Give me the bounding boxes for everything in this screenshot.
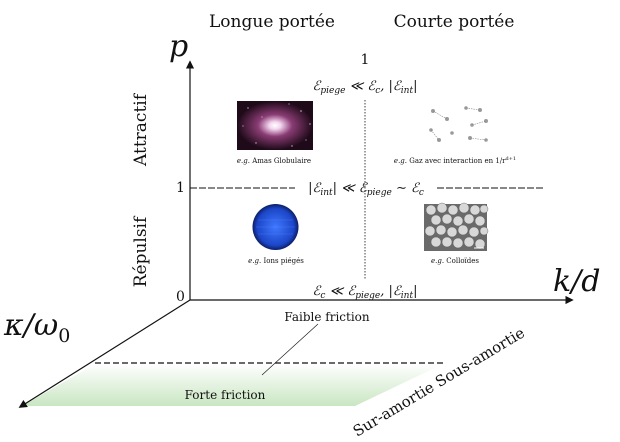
- example-colloids-caption: e.g. Colloïdes: [431, 257, 479, 265]
- floor-leader-line: [261, 323, 319, 376]
- example-globular-caption: e.g. Amas Globulaire: [237, 157, 311, 165]
- kappa-axis: [18, 299, 191, 408]
- friction-floor: [22, 364, 443, 406]
- globular-cluster-image: [237, 101, 313, 150]
- condition-top: ℰpiege ≪ ℰc, |ℰint|: [313, 79, 418, 96]
- condition-middle: |ℰint| ≪ ℰpiege ∼ ℰc: [308, 181, 424, 198]
- header-short-range: Courte portée: [394, 12, 515, 32]
- trapped-ions-image: [250, 203, 301, 251]
- kappa-axis-label: κ/ω0: [3, 308, 70, 347]
- example-ions-caption: e.g. Ions piégés: [248, 257, 304, 265]
- kd-axis-label: k/d: [553, 264, 601, 299]
- p-axis-label: p: [169, 29, 188, 64]
- weak-friction-label: Faible friction: [284, 310, 370, 324]
- strong-friction-label: Forte friction: [185, 388, 266, 402]
- attractive-label: Attractif: [131, 92, 151, 167]
- condition-bottom: ℰc ≪ ℰpiege, |ℰint|: [313, 284, 418, 301]
- repulsive-label: Répulsif: [131, 215, 151, 287]
- tick-one-p: 1: [176, 180, 185, 196]
- header-long-range: Longue portée: [209, 12, 335, 32]
- gas-particles-image: [429, 106, 488, 142]
- tick-zero: 0: [176, 289, 185, 305]
- tick-one-top: 1: [361, 52, 370, 68]
- colloids-image: [424, 202, 489, 251]
- example-gas-caption: e.g. Gaz avec interaction en 1/rd+1: [394, 156, 516, 165]
